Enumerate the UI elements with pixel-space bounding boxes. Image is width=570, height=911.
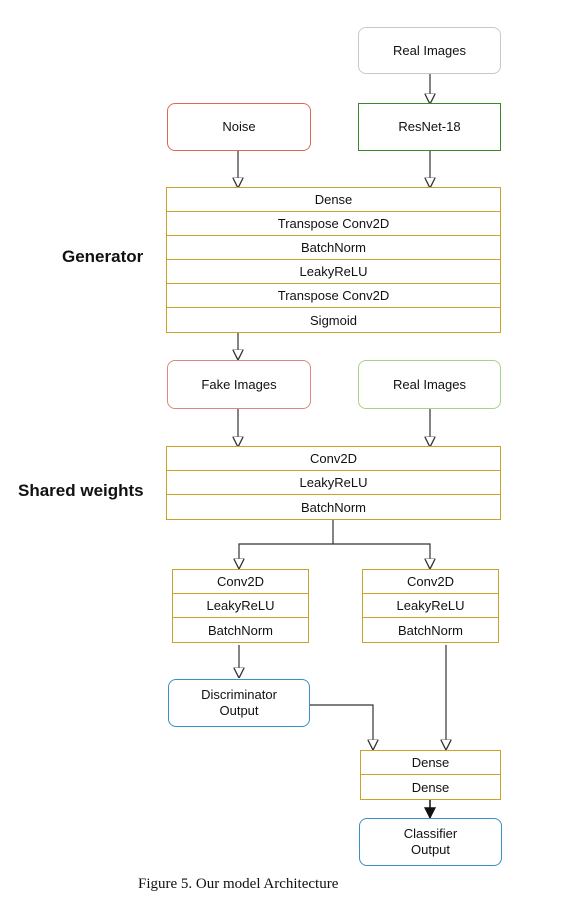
noise-box: Noise [167,103,311,151]
right-branch-stack: Conv2D LeakyReLU BatchNorm [362,569,499,643]
shared-layer: LeakyReLU [167,471,500,495]
figure-caption: Figure 5. Our model Architecture [138,876,339,892]
classifier-head-stack: Dense Dense [360,750,501,800]
generator-layer: Dense [167,188,500,212]
fake-images-label: Fake Images [201,376,277,392]
fake-images-box: Fake Images [167,360,311,409]
left-branch-layer: LeakyReLU [173,594,308,618]
classifier-head-layer: Dense [411,779,450,795]
resnet-label: ResNet-18 [398,119,461,134]
shared-layer: BatchNorm [300,499,367,515]
classifier-head-layer: Dense [361,751,500,775]
classifier-output-line2: Output [410,842,451,857]
right-branch-layer: BatchNorm [397,622,464,638]
real-images-top-box: Real Images [358,27,501,74]
resnet-box: ResNet-18 [358,103,501,151]
generator-layer: LeakyReLU [167,260,500,284]
shared-layer: Conv2D [167,447,500,471]
left-branch-layer: Conv2D [173,570,308,594]
real-images-top-label: Real Images [393,42,466,58]
real-images-mid-label: Real Images [393,376,466,392]
discriminator-output-box: Discriminator Output [168,679,310,727]
left-branch-layer: BatchNorm [207,622,274,638]
generator-layer: BatchNorm [167,236,500,260]
generator-layer: Transpose Conv2D [167,212,500,236]
real-images-mid-box: Real Images [358,360,501,409]
discriminator-output-line1: Discriminator [201,687,277,702]
left-branch-stack: Conv2D LeakyReLU BatchNorm [172,569,309,643]
generator-layer: Transpose Conv2D [167,284,500,308]
noise-label: Noise [222,119,256,134]
generator-layer: Sigmoid [310,312,357,328]
arrow-discriminator-to-dense [310,704,373,749]
classifier-output-line1: Classifier [403,826,458,841]
shared-weights-label: Shared weights [18,481,144,500]
right-branch-layer: LeakyReLU [363,594,498,618]
shared-stack: Conv2D LeakyReLU BatchNorm [166,446,501,520]
right-branch-layer: Conv2D [363,570,498,594]
generator-label: Generator [62,247,144,266]
arrow-shared-split-left [239,520,334,568]
arrow-shared-split-right [333,543,430,568]
generator-stack: Dense Transpose Conv2D BatchNorm LeakyRe… [166,187,501,333]
classifier-output-box: Classifier Output [359,818,502,866]
discriminator-output-line2: Output [219,703,259,718]
